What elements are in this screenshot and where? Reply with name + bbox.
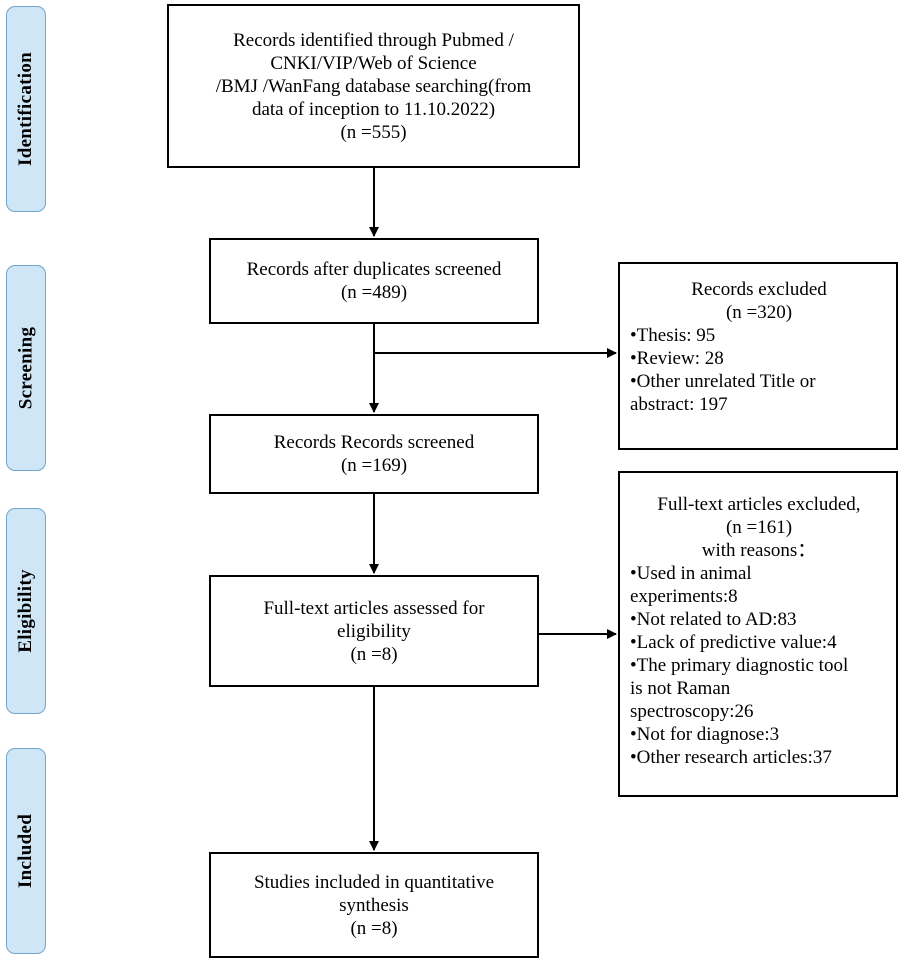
identified-line-3: /BMJ /WanFang database searching(from — [215, 75, 532, 97]
after-duplicates-count: (n =489) — [340, 282, 408, 303]
identified-line-2: CNKI/VIP/Web of Science — [270, 52, 477, 74]
fulltext-excluded-count: (n =161) — [725, 517, 793, 538]
records-excluded-item: •Review: 28 — [630, 348, 724, 369]
fulltext-excluded-item: •Lack of predictive value:4 — [630, 632, 837, 653]
phase-identification: Identification — [6, 6, 46, 212]
included-count: (n =8) — [350, 917, 398, 939]
included-line-2: synthesis — [339, 894, 409, 916]
identified-line-4: data of inception to 11.10.2022) — [251, 98, 496, 120]
fulltext-excluded-title: Full-text articles excluded, — [657, 494, 861, 515]
screened-label: Records Records screened — [273, 432, 475, 453]
phase-eligibility: Eligibility — [6, 508, 46, 714]
box-fulltext-assessed: Full-text articles assessed for eligibil… — [209, 575, 539, 687]
box-records-screened: Records Records screened (n =169) — [209, 414, 539, 494]
phase-included: Included — [6, 748, 46, 954]
fulltext-excluded-item: experiments:8 — [630, 586, 738, 607]
box-after-duplicates: Records after duplicates screened (n =48… — [209, 238, 539, 324]
records-excluded-item: •Other unrelated Title or — [630, 371, 816, 392]
box-records-excluded: Records excluded (n =320) •Thesis: 95 •R… — [618, 262, 898, 450]
phase-screening: Screening — [6, 265, 46, 471]
fulltext-assessed-line-1: Full-text articles assessed for — [263, 597, 485, 619]
fulltext-excluded-item: is not Raman — [630, 678, 731, 699]
fulltext-excluded-item: •Not for diagnose:3 — [630, 724, 780, 745]
included-line-1: Studies included in quantitative — [253, 871, 495, 893]
fulltext-excluded-item: spectroscopy:26 — [630, 701, 754, 722]
box-fulltext-excluded: Full-text articles excluded, (n =161) wi… — [618, 471, 898, 797]
fulltext-excluded-subtitle: with reasons： — [701, 540, 817, 561]
records-excluded-count: (n =320) — [725, 302, 793, 323]
records-excluded-item: •Thesis: 95 — [630, 325, 716, 346]
fulltext-assessed-count: (n =8) — [350, 643, 398, 665]
fulltext-excluded-item: •Used in animal — [630, 563, 752, 584]
fulltext-excluded-item: •The primary diagnostic tool — [630, 655, 849, 676]
fulltext-excluded-item: •Not related to AD:83 — [630, 609, 797, 630]
fulltext-excluded-item: •Other research articles:37 — [630, 747, 832, 768]
identified-count: (n =555) — [340, 121, 407, 143]
box-studies-included: Studies included in quantitative synthes… — [209, 852, 539, 958]
after-duplicates-label: Records after duplicates screened — [246, 259, 502, 280]
box-records-identified: Records identified through Pubmed / CNKI… — [167, 4, 580, 168]
screened-count: (n =169) — [340, 455, 408, 476]
records-excluded-title: Records excluded — [691, 279, 827, 300]
records-excluded-item: abstract: 197 — [630, 394, 728, 415]
fulltext-assessed-line-2: eligibility — [337, 620, 411, 642]
identified-line-1: Records identified through Pubmed / — [233, 29, 514, 51]
